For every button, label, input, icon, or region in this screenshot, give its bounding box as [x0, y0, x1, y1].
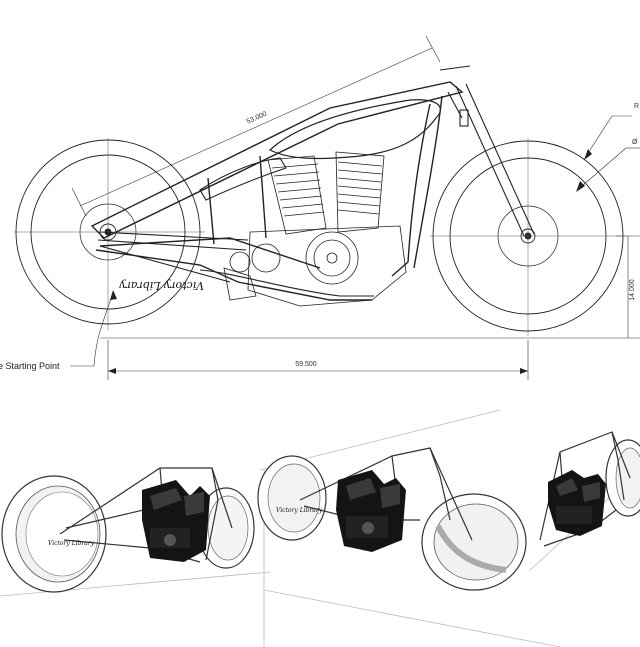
render-left: Victory Library — [1, 467, 255, 593]
rear-struts — [97, 231, 249, 283]
frame-rails — [90, 81, 464, 301]
render-middle: Victory Library — [257, 447, 527, 591]
frame-length-dimension: 53.000 — [246, 111, 269, 126]
height-dimension: 14.000 — [629, 279, 636, 301]
radius-callout: R — [634, 103, 639, 110]
dimension-lines — [70, 35, 640, 380]
front-fork — [439, 65, 535, 237]
wheelbase-dimension: 59.500 — [295, 361, 317, 368]
render-left-rear-wheel — [1, 475, 107, 593]
dimension-arrowheads — [108, 149, 592, 374]
render-right — [539, 431, 640, 547]
fuel-tank — [268, 99, 441, 160]
render-left-front-wheel — [197, 487, 255, 569]
tank-script-lettering: Victory Library — [119, 279, 204, 292]
render-left-engine — [142, 480, 210, 562]
render-middle-engine — [336, 470, 406, 552]
exhaust-pipe — [199, 269, 374, 297]
render-middle-script-lettering: Victory Library — [276, 507, 323, 514]
v-twin-engine — [223, 151, 407, 307]
render-right-front-wheel — [605, 439, 640, 517]
side-elevation-drawing — [14, 65, 626, 336]
render-middle-front-wheel — [421, 493, 527, 591]
diameter-callout: Ø — [632, 139, 638, 146]
starting-point-label: e Starting Point — [0, 361, 60, 371]
seat — [199, 157, 287, 201]
render-right-engine — [548, 470, 606, 536]
render-left-script-lettering: Victory Library — [48, 540, 95, 547]
render-middle-rear-wheel — [257, 455, 327, 541]
